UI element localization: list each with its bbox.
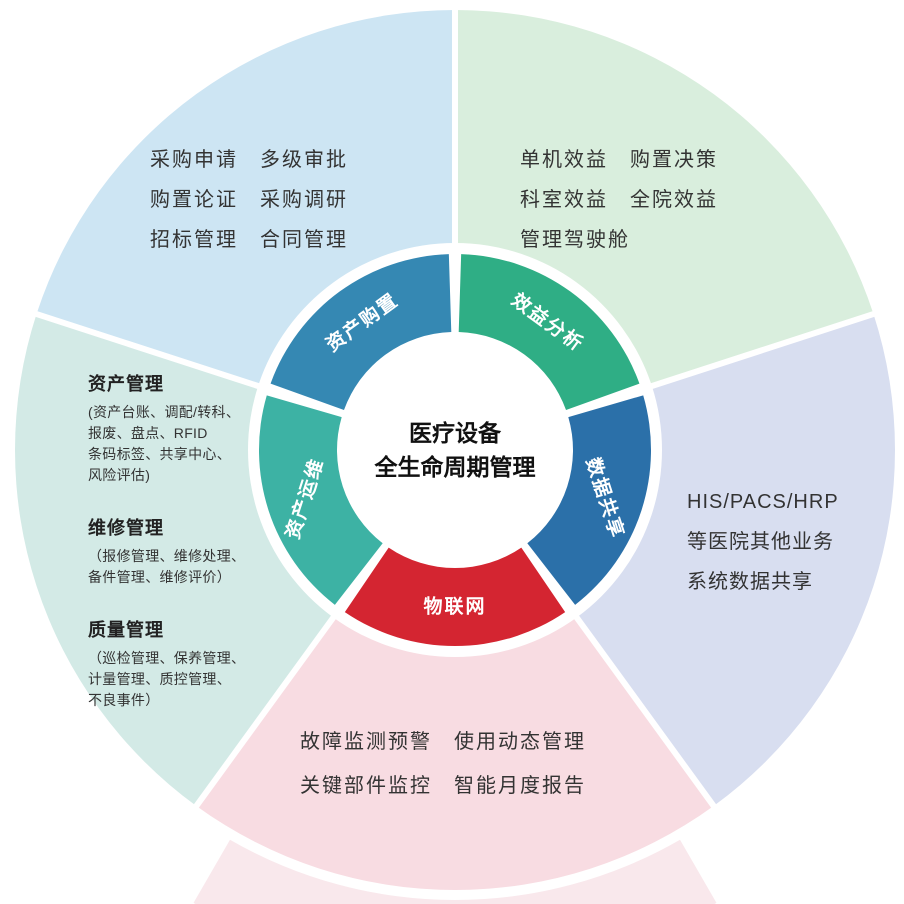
feature-line: 关键部件监控 智能月度报告 <box>300 775 586 797</box>
sector-divider <box>564 601 721 815</box>
ops-group-title: 资产管理 <box>88 374 164 394</box>
feature-line: 故障监测预警 使用动态管理 <box>300 731 586 753</box>
sector-divider <box>27 308 276 395</box>
iot-ring-label: 物联网 <box>423 595 486 618</box>
ops-detail-line: 计量管理、质控管理、 <box>88 671 231 687</box>
iot-sector <box>196 617 714 890</box>
ops-detail-line: 报废、盘点、RFID <box>88 425 208 441</box>
feature-line: 采购申请 多级审批 <box>150 149 348 171</box>
diagram-title: 医疗设备 全生命周期管理 <box>375 416 536 484</box>
asset-operation-ring <box>259 395 383 605</box>
ops-detail-line: 不良事件） <box>88 692 160 708</box>
benefit-analysis-sector <box>455 10 874 387</box>
feature-line: 单机效益 购置决策 <box>520 149 718 171</box>
ops-detail-line: 风险评估) <box>88 467 151 483</box>
data-sharing-ring <box>527 395 651 605</box>
ops-detail-line: 备件管理、维修评价） <box>88 569 231 585</box>
data-sharing-sector <box>576 314 895 806</box>
data-sharing-features: HIS/PACS/HRP 等医院其他业务 系统数据共享 <box>687 482 839 602</box>
feature-line: 等医院其他业务 <box>687 531 834 553</box>
asset-acquisition-ring <box>270 254 452 411</box>
feature-line: 购置论证 采购调研 <box>150 189 348 211</box>
ops-detail-line: (资产台账、调配/转科、 <box>88 404 241 420</box>
ops-group-title: 质量管理 <box>88 620 164 640</box>
feature-line: 系统数据共享 <box>687 571 813 593</box>
sector-divider <box>634 308 883 395</box>
feature-line: HIS/PACS/HRP <box>687 491 839 513</box>
asset-acquisition-features: 采购申请 多级审批 购置论证 采购调研 招标管理 合同管理 <box>150 140 348 260</box>
iot-features: 故障监测预警 使用动态管理 关键部件监控 智能月度报告 <box>300 720 586 808</box>
ops-group-quality-management: 质量管理 （巡检管理、保养管理、 计量管理、质控管理、 不良事件） <box>88 616 245 711</box>
diagram-title-line1: 医疗设备 <box>409 420 501 446</box>
iot-ring <box>344 547 566 646</box>
ops-group-title: 维修管理 <box>88 518 164 538</box>
benefit-analysis-ring <box>458 254 640 411</box>
sector-divider <box>189 601 346 815</box>
asset-operation-features: 资产管理 (资产台账、调配/转科、 报废、盘点、RFID 条码标签、共享中心、 … <box>88 370 245 739</box>
ops-detail-line: （报修管理、维修处理、 <box>88 548 246 564</box>
feature-line: 招标管理 合同管理 <box>150 229 348 251</box>
benefit-analysis-features: 单机效益 购置决策 科室效益 全院效益 管理驾驶舱 <box>520 140 718 260</box>
feature-line: 管理驾驶舱 <box>520 229 630 251</box>
feature-line: 科室效益 全院效益 <box>520 189 718 211</box>
ops-detail-line: 条码标签、共享中心、 <box>88 446 231 462</box>
asset-acquisition-sector <box>36 10 456 387</box>
ops-group-repair-management: 维修管理 （报修管理、维修处理、 备件管理、维修评价） <box>88 514 245 588</box>
ops-detail-line: （巡检管理、保养管理、 <box>88 650 246 666</box>
iot-extension-band <box>193 839 717 904</box>
asset-operation-sector <box>15 314 334 806</box>
diagram-title-line2: 全生命周期管理 <box>374 454 536 480</box>
ops-group-asset-management: 资产管理 (资产台账、调配/转科、 报废、盘点、RFID 条码标签、共享中心、 … <box>88 370 245 486</box>
